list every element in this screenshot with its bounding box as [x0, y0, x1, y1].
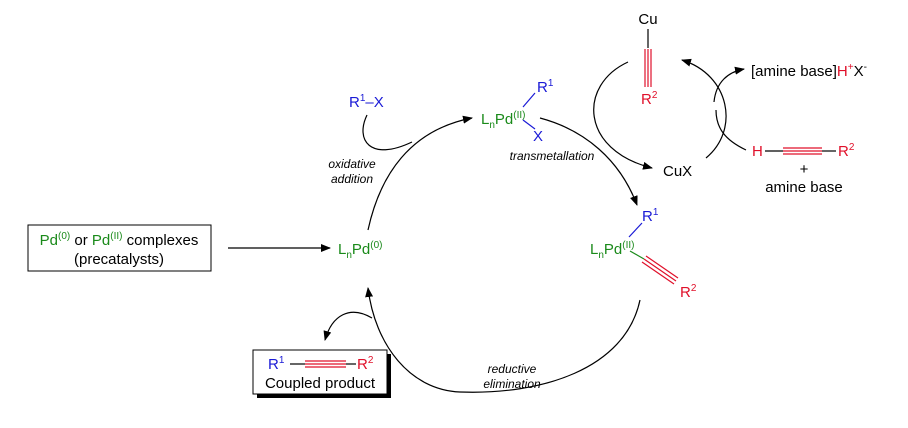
precatalyst-box: Pd(0) or Pd(II) complexes (precatalysts): [27, 224, 212, 272]
coupled-product-box: R1 R2 Coupled product: [252, 349, 391, 398]
precatalyst-subtitle: (precatalysts): [74, 251, 164, 268]
cycle-arc-transmetallation: [539, 117, 638, 206]
ammonium-salt-label: [amine base]H+X-: [751, 62, 867, 80]
copper-arc-right: [681, 58, 727, 159]
pd-ii-alkynyl-metal: LnPd(II): [590, 240, 634, 261]
terminal-alkyne: H R2 + amine base: [752, 142, 855, 196]
product-r2: R2: [357, 355, 374, 373]
step-oxidative-line1: oxidative: [328, 157, 376, 171]
pd-ii-halide-complex: LnPd(II) R1 X: [481, 78, 554, 145]
copper-acetylide-r2: R2: [641, 90, 658, 108]
cux-label: CuX: [663, 163, 692, 180]
pd-ii-halide-x: X: [533, 128, 543, 145]
pd-alkyne-triple-1: [645, 255, 679, 279]
aryl-halide-label: R1–X: [349, 93, 384, 111]
ammonium-out-arrow: [713, 66, 745, 103]
pd-alkyne-triple-2: [643, 258, 677, 282]
step-oxidative-line2: addition: [331, 172, 373, 186]
pd-r1-bond-top: [522, 92, 536, 108]
precatalyst-frame: [27, 224, 212, 272]
pd-ii-halide-metal: LnPd(II): [481, 110, 525, 131]
cycle-arc-oxidative: [367, 115, 473, 231]
pd-r1-bond: [628, 222, 643, 238]
pd-ii-alkynyl-r2: R2: [680, 283, 697, 301]
copper-cycle: Cu R2 CuX: [593, 11, 747, 180]
pd-ii-halide-r1: R1: [537, 78, 554, 96]
pd-x-bond: [522, 119, 536, 130]
product-release-arrow: [323, 311, 373, 341]
copper-acetylide-cu: Cu: [638, 11, 657, 28]
alkyne-in-curve: [715, 109, 747, 151]
product-label: Coupled product: [265, 375, 376, 392]
amine-base-label: amine base: [765, 179, 843, 196]
catalyst-lnpd0: LnPd(0): [338, 240, 383, 261]
copper-arc-left: [593, 61, 653, 170]
step-reductive-line1: reductive: [488, 362, 537, 376]
step-reductive-line2: elimination: [483, 377, 541, 391]
pd-ii-alkynyl-complex: R1 LnPd(II) R2: [590, 207, 697, 301]
step-transmetallation: transmetallation: [510, 149, 595, 163]
pd-ii-alkynyl-r1: R1: [642, 207, 659, 225]
cycle-arc-reductive: [365, 287, 641, 393]
pd-c-bond: [629, 250, 645, 260]
aryl-halide-incoming-curve: [362, 114, 413, 151]
terminal-alkyne-r2: R2: [838, 142, 855, 160]
product-box-frame: [252, 349, 388, 395]
product-r1: R1: [268, 355, 285, 373]
plus-sign: +: [800, 161, 809, 178]
precatalyst-line1: Pd(0) or Pd(II) complexes: [40, 231, 199, 249]
pd-alkyne-triple-3: [641, 261, 675, 285]
terminal-alkyne-h: H: [752, 143, 763, 160]
